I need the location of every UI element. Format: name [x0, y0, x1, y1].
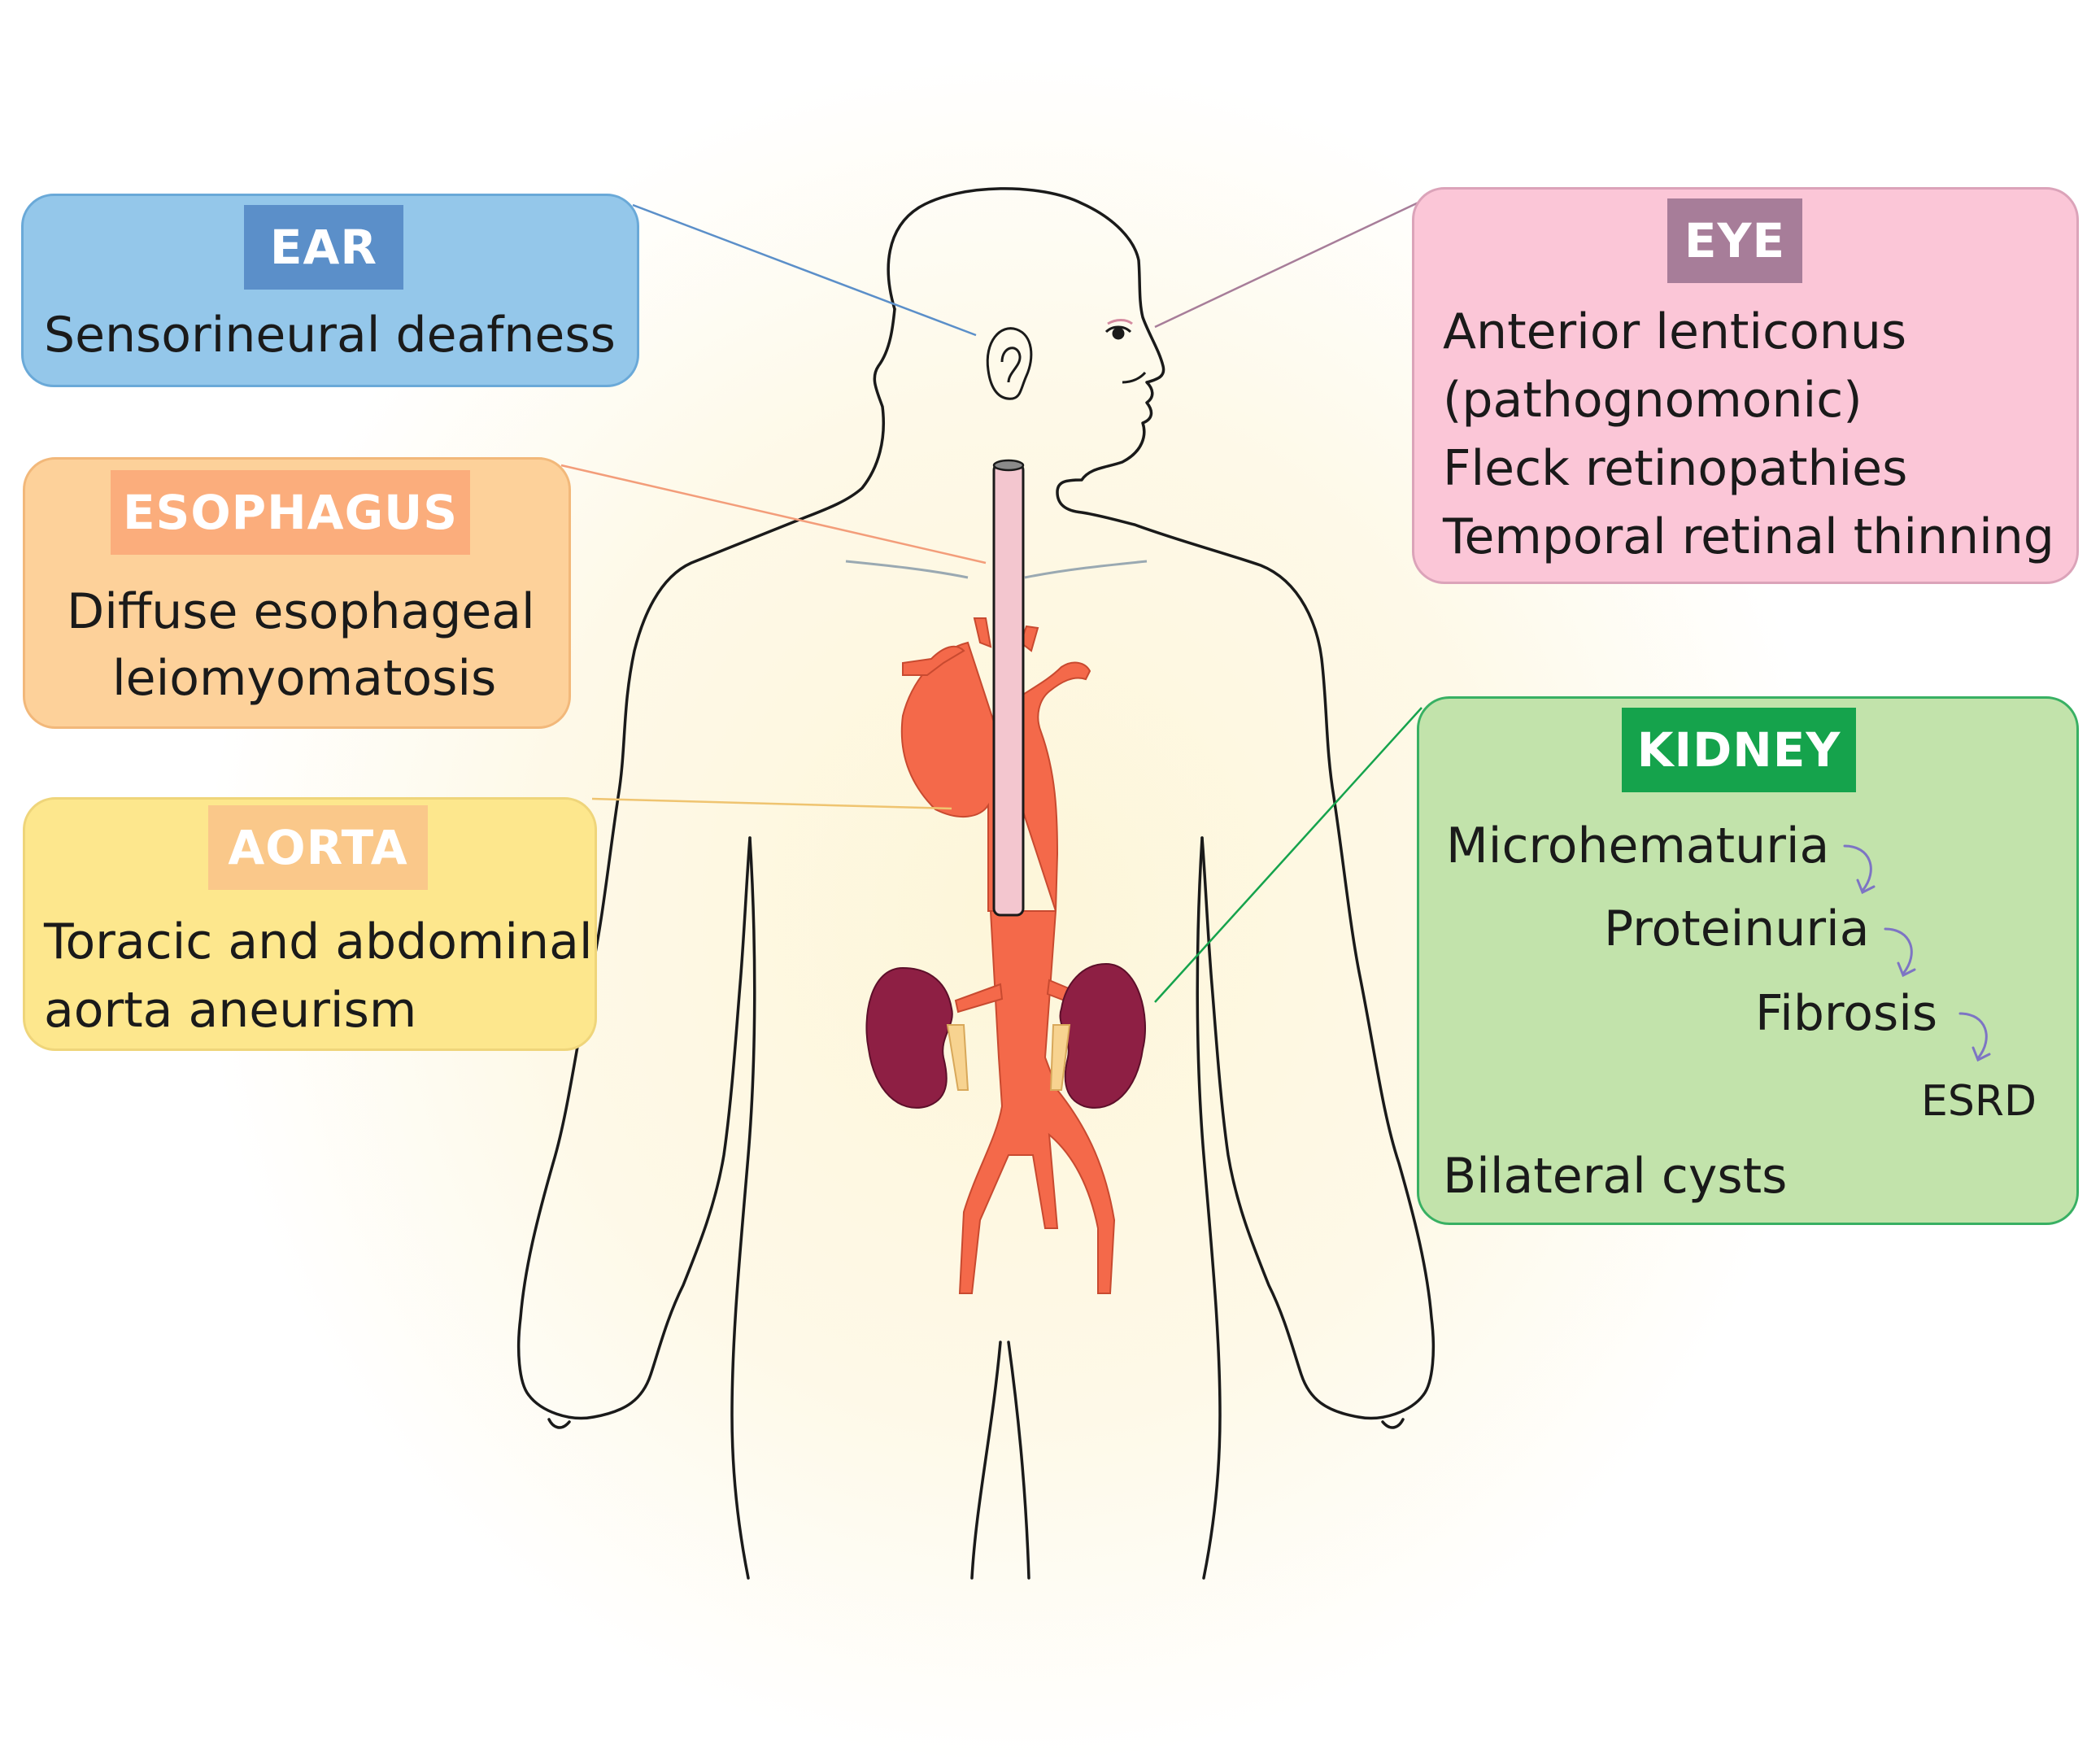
kidneys-drawing: [865, 962, 1146, 1109]
eye-line-4: Temporal retinal thinning: [1443, 508, 2054, 565]
eye-line-1: Anterior lenticonus: [1443, 303, 1907, 360]
eye-line-3: Fleck retinopathies: [1443, 440, 1908, 497]
aorta-connector: [591, 797, 952, 810]
aorta-line-1: Toracic and abdominal: [44, 913, 593, 970]
ear-line-1: Sensorineural deafness: [44, 307, 616, 364]
eye-connector: [1154, 200, 1421, 329]
face-details: [1104, 319, 1147, 384]
esophagus-title: ESOPHAGUS: [111, 470, 470, 555]
eye-title: EYE: [1667, 198, 1802, 283]
kidney-connector: [1154, 707, 1423, 1003]
esophagus-line-2: leiomyomatosis: [112, 650, 497, 707]
ear-title: EAR: [244, 205, 403, 290]
connector-lines: [560, 200, 1423, 1003]
kidney-title: KIDNEY: [1622, 708, 1856, 792]
eye-line-2: (pathognomonic): [1443, 372, 1863, 429]
kidney-step-esrd: ESRD: [1921, 1077, 2037, 1126]
esophagus-line-1: Diffuse esophageal: [67, 583, 535, 640]
esophagus-connector: [560, 464, 987, 565]
esophagus-drawing: [992, 459, 1025, 917]
collarbones: [845, 560, 1148, 579]
kidney-step-proteinuria: Proteinuria: [1604, 900, 1870, 957]
ureters-drawing: [946, 1024, 1071, 1091]
kidney-extra: Bilateral cysts: [1443, 1148, 1788, 1205]
kidney-step-fibrosis: Fibrosis: [1755, 985, 1938, 1042]
body-outline: [516, 187, 1436, 1580]
aorta-line-2: aorta aneurism: [44, 982, 417, 1039]
kidney-step-microhematuria: Microhematuria: [1446, 817, 1830, 874]
ear-drawing: [986, 327, 1033, 400]
ear-connector: [632, 203, 977, 337]
aorta-title: AORTA: [208, 805, 428, 890]
